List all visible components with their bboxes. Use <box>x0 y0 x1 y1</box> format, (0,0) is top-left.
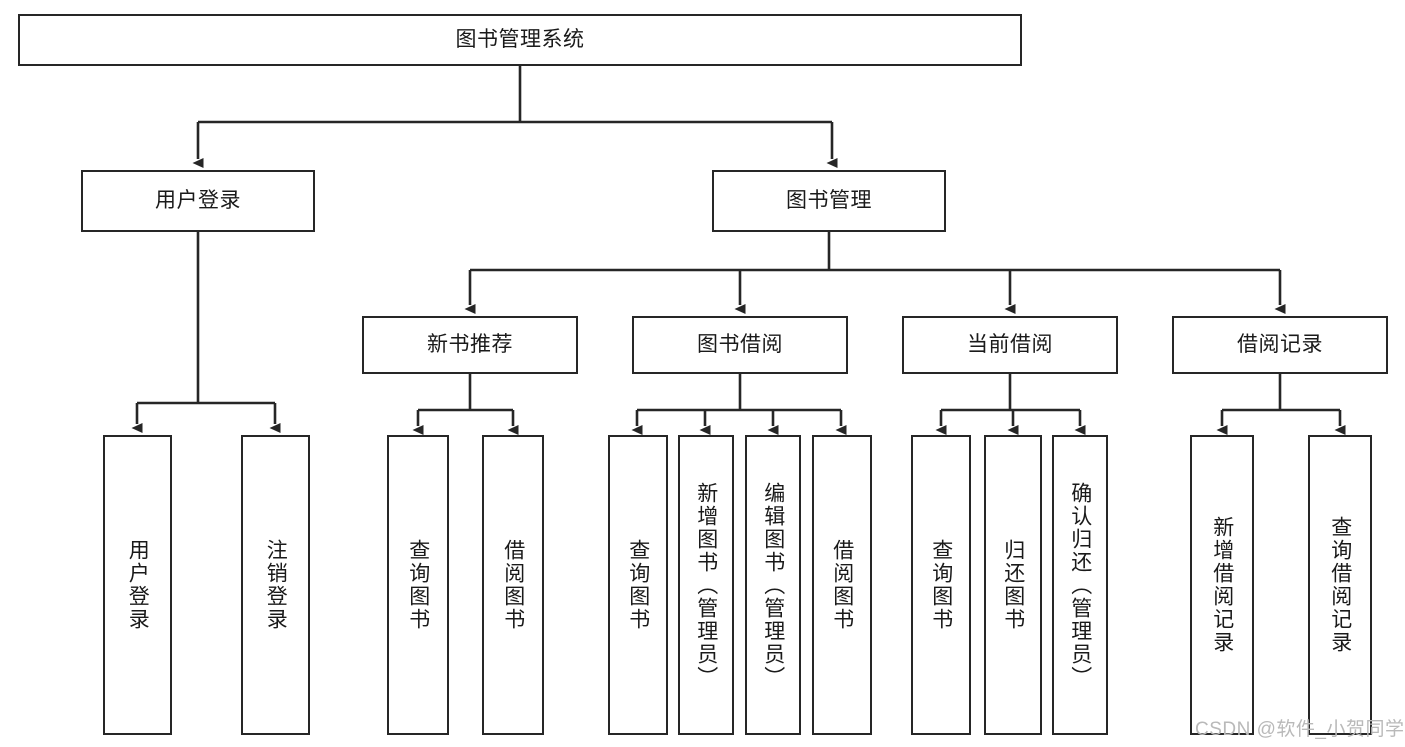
node-label: 新增借阅记录 <box>1210 516 1234 654</box>
node-label: 编辑图书（管理员） <box>761 481 785 689</box>
node-label: 图书管理系统 <box>455 28 585 52</box>
node-label: 用户登录 <box>126 539 150 631</box>
node-label: 确认归还（管理员） <box>1068 481 1092 689</box>
node-label: 用户登录 <box>155 189 241 213</box>
node-label: 查询借阅记录 <box>1328 516 1352 654</box>
node-user-login[interactable]: 用户登录 <box>81 170 315 232</box>
node-label: 图书借阅 <box>697 333 783 357</box>
node-leaf-query-book-borrow[interactable]: 查询图书 <box>608 435 668 735</box>
node-leaf-user-login[interactable]: 用户登录 <box>103 435 172 735</box>
node-borrow-record[interactable]: 借阅记录 <box>1172 316 1388 374</box>
node-label: 图书管理 <box>786 189 872 213</box>
edges-book-manage-to-level3 <box>464 232 1286 314</box>
node-leaf-borrow-book[interactable]: 借阅图书 <box>812 435 872 735</box>
node-new-book-recommend[interactable]: 新书推荐 <box>362 316 578 374</box>
node-leaf-return-book[interactable]: 归还图书 <box>984 435 1042 735</box>
node-label: 借阅图书 <box>501 539 525 631</box>
node-leaf-user-logout[interactable]: 注销登录 <box>241 435 310 735</box>
node-label: 查询图书 <box>626 539 650 631</box>
node-label: 归还图书 <box>1001 539 1025 631</box>
edges-borrow-record-to-leaves <box>1216 374 1346 435</box>
node-leaf-add-book-admin[interactable]: 新增图书（管理员） <box>678 435 734 735</box>
node-leaf-confirm-return-admin[interactable]: 确认归还（管理员） <box>1052 435 1108 735</box>
node-label: 借阅记录 <box>1237 333 1323 357</box>
node-leaf-query-borrow-record[interactable]: 查询借阅记录 <box>1308 435 1372 735</box>
node-leaf-borrow-book-recommend[interactable]: 借阅图书 <box>482 435 544 735</box>
node-label: 查询图书 <box>406 539 430 631</box>
csdn-watermark: CSDN @软件_小贺同学 <box>1195 719 1405 740</box>
node-label: 借阅图书 <box>830 539 854 631</box>
edges-book-borrow-to-leaves <box>631 374 847 435</box>
node-label: 注销登录 <box>264 539 288 631</box>
edges-root-to-level2 <box>192 66 838 168</box>
node-book-borrow[interactable]: 图书借阅 <box>632 316 848 374</box>
node-label: 新增图书（管理员） <box>694 481 718 689</box>
node-label: 当前借阅 <box>967 333 1053 357</box>
node-label: 新书推荐 <box>427 333 513 357</box>
node-leaf-query-book-recommend[interactable]: 查询图书 <box>387 435 449 735</box>
edges-current-borrow-to-leaves <box>935 374 1086 435</box>
node-leaf-edit-book-admin[interactable]: 编辑图书（管理员） <box>745 435 801 735</box>
node-leaf-add-borrow-record[interactable]: 新增借阅记录 <box>1190 435 1254 735</box>
edges-new-book-recommend-to-leaves <box>412 374 519 435</box>
node-leaf-query-book-current[interactable]: 查询图书 <box>911 435 971 735</box>
edges-user-login-to-leaves <box>131 232 281 433</box>
node-book-manage[interactable]: 图书管理 <box>712 170 946 232</box>
node-root-book-management-system[interactable]: 图书管理系统 <box>18 14 1022 66</box>
node-current-borrow[interactable]: 当前借阅 <box>902 316 1118 374</box>
node-label: 查询图书 <box>929 539 953 631</box>
